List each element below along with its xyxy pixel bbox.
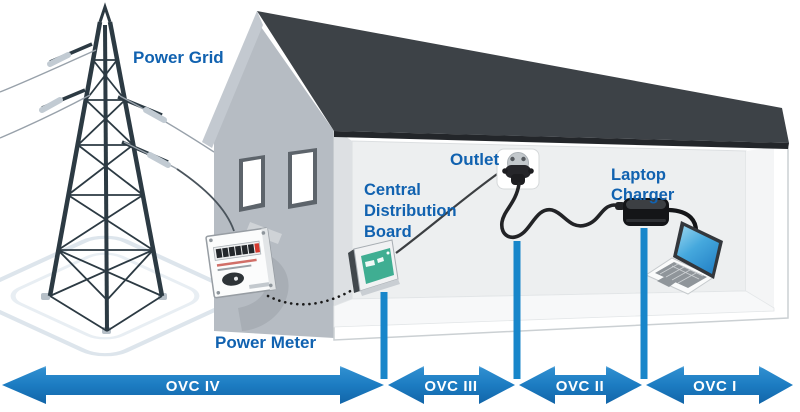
- laptop-screen: [677, 226, 719, 274]
- laptop-touchpad: [657, 277, 676, 287]
- interior-floor: [333, 290, 775, 328]
- tower-foot-pad: [41, 293, 50, 300]
- ovc-boundary-lines: [380, 228, 648, 379]
- service-drop-wire: [176, 168, 235, 232]
- interior-right-wall: [746, 147, 774, 308]
- power-grid-label: Power Grid: [133, 48, 224, 67]
- laptop: [644, 221, 723, 295]
- ovc-i-label: OVC I: [693, 378, 737, 395]
- power-meter: [205, 222, 289, 331]
- cdb-label-line3: Board: [364, 223, 412, 241]
- laptop-charger-label-line2: Charger: [611, 186, 675, 204]
- insulator-strings: [39, 52, 171, 168]
- interior-left-wall: [334, 128, 352, 306]
- transmission-tower: [41, 2, 169, 332]
- meter-digit-red: [254, 243, 261, 253]
- ovc-zone-arrows: OVC IV OVC III OVC II OVC I: [2, 366, 793, 404]
- power-meter-label: Power Meter: [215, 333, 316, 352]
- meter-bracket: [238, 252, 289, 331]
- ovc-ii-arrow: [519, 366, 642, 404]
- cdb-label-line2: Distribution: [364, 202, 457, 220]
- window-right: [288, 148, 317, 209]
- outlet: [496, 148, 540, 190]
- keyboard-grid: [659, 262, 704, 284]
- roof: [202, 11, 789, 149]
- cdb-outlet-wire: [395, 171, 501, 254]
- central-distribution-board: [348, 239, 400, 296]
- component-labels: Power Grid Power Meter Central Distribut…: [133, 48, 675, 352]
- outlet-label: Outlet: [450, 150, 499, 169]
- ovc-iv-label: OVC IV: [166, 378, 220, 395]
- plug: [502, 165, 534, 185]
- ovc-iv-arrow: [2, 366, 384, 404]
- laptop-charger-brick: [615, 198, 669, 226]
- meter-digits: [215, 243, 261, 259]
- ovc-i-arrow: [646, 366, 793, 404]
- laptop-charger-label-line1: Laptop: [611, 166, 666, 184]
- ovc-iii-label: OVC III: [424, 378, 477, 395]
- charger-cord: [500, 182, 624, 239]
- ovc-ii-label: OVC II: [556, 378, 605, 395]
- roof-main-face: [257, 11, 789, 143]
- power-line-wires: [0, 49, 215, 170]
- window-left: [239, 155, 265, 212]
- cdb-label-line1: Central: [364, 181, 421, 199]
- meter-knob: [222, 272, 244, 286]
- ovc-iii-arrow: [388, 366, 515, 404]
- dotted-feed-line: [266, 284, 361, 306]
- roof-left-slope: [202, 11, 263, 148]
- cdb-panel: [361, 248, 394, 284]
- roof-fascia: [334, 131, 789, 149]
